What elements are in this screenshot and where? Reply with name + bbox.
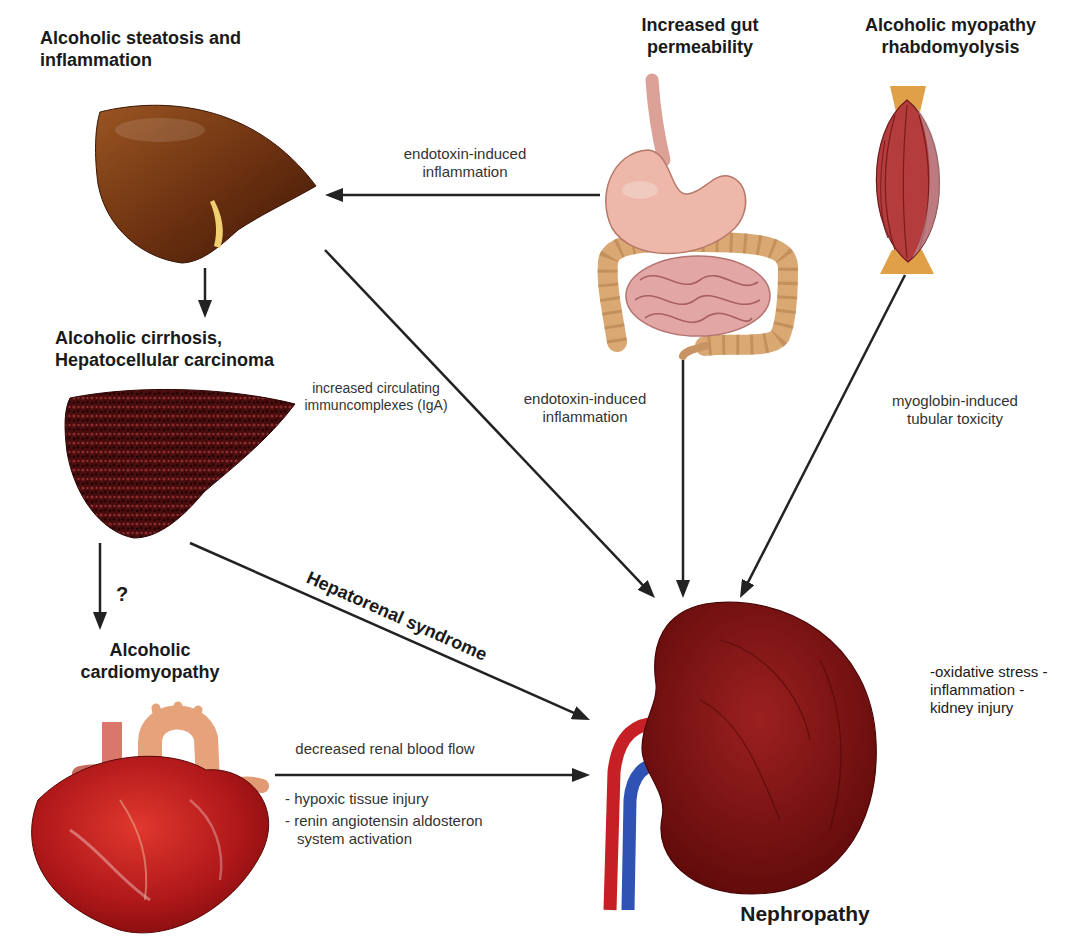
gut-illustration-part — [683, 346, 705, 356]
edge-label: myoglobin-induced tubular toxicity — [868, 392, 1043, 428]
organ-heading: Alcoholic cirrhosis, Hepatocellular carc… — [55, 328, 305, 371]
arrow-connector — [743, 275, 905, 593]
cirrhotic-liver — [65, 389, 295, 538]
heart-illustration — [32, 706, 269, 933]
gut-illustration-part — [652, 80, 664, 160]
organ-node: Alcoholic cardiomyopathy — [15, 630, 275, 940]
kidney-illustration-part — [642, 602, 876, 894]
effect-note: - hypoxic tissue injury — [285, 790, 515, 808]
gut-illustration-part — [635, 296, 760, 305]
edge-label: increased circulating immuncomplexes (Ig… — [299, 380, 454, 414]
healthy-liver-part — [96, 105, 316, 263]
healthy-liver-part — [210, 200, 223, 248]
organ-node: Increased gut permeability — [600, 15, 800, 360]
heart-illustration-part — [32, 756, 269, 933]
gut-illustration-part — [645, 313, 752, 322]
gut-illustration-part — [606, 150, 746, 254]
effect-note: - renin angiotensin aldosteron system ac… — [285, 812, 510, 848]
gut-illustration-part — [626, 256, 770, 336]
kidney-illustration — [610, 602, 876, 910]
arrow-connector — [190, 543, 585, 718]
effect-list: -oxidative stress -inflammation -kidney … — [930, 663, 1055, 717]
gut-illustration-part — [640, 276, 758, 286]
arrow-connector — [682, 360, 685, 592]
muscle-illustration-part — [885, 115, 895, 250]
organ-node: Alcoholic steatosis and inflammation — [40, 28, 325, 268]
organ-node: Alcoholic myopathy rhabdomyolysis — [848, 15, 1053, 275]
organ-heading: Increased gut permeability — [600, 15, 800, 58]
arrow-connector — [331, 194, 600, 197]
organ-heading: Alcoholic cardiomyopathy — [70, 640, 230, 683]
heart-illustration-part — [192, 710, 198, 726]
muscle-illustration-part — [881, 140, 888, 238]
organ-heading: Alcoholic steatosis and inflammation — [40, 28, 325, 71]
edge-label: ? — [107, 582, 137, 606]
arrow-connector — [275, 774, 584, 777]
healthy-liver-part — [115, 118, 205, 142]
organ-node: Alcoholic cirrhosis, Hepatocellular carc… — [55, 318, 305, 543]
edge-label: decreased renal blood flow — [275, 740, 495, 758]
arrow-connector — [99, 543, 102, 624]
edge-label: endotoxin-induced inflammation — [380, 145, 550, 181]
heart-illustration-part — [120, 800, 146, 900]
gut-illustration-part — [608, 242, 788, 346]
muscle-illustration-part — [876, 100, 939, 262]
edge-label: endotoxin-induced inflammation — [505, 390, 665, 426]
edge-label: Hepatorenal syndrome — [303, 568, 490, 667]
heart-illustration-part — [176, 706, 178, 722]
gut-illustration — [606, 80, 788, 356]
organ-node: Nephropathy -oxidative stress -inflammati… — [590, 598, 1055, 938]
gut-illustration-part — [622, 181, 658, 199]
gut-illustration-part — [608, 242, 788, 346]
heart-illustration-part — [190, 800, 221, 880]
heart-illustration-part — [156, 708, 160, 728]
muscle-illustration-part — [903, 105, 907, 258]
muscle-illustration-part — [912, 105, 940, 258]
cirrhotic-liver-part — [65, 389, 295, 538]
heart-illustration-part — [70, 830, 150, 900]
organ-heading: Nephropathy — [710, 901, 900, 926]
organ-heading: Alcoholic myopathy rhabdomyolysis — [848, 15, 1053, 58]
muscle-illustration — [876, 86, 940, 274]
arrow-connector — [204, 268, 207, 312]
kidney-illustration-part — [700, 640, 841, 830]
healthy-liver — [96, 105, 316, 263]
